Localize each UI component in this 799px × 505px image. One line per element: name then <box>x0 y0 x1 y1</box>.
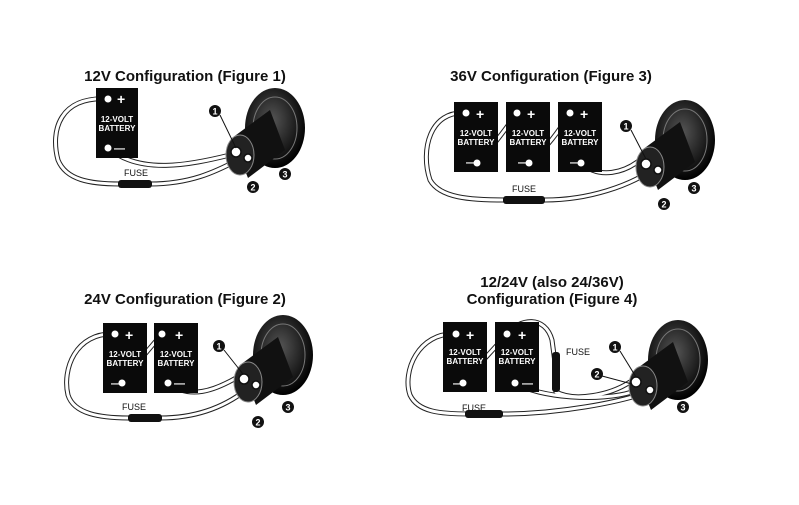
svg-text:3: 3 <box>285 403 290 413</box>
svg-text:FUSE: FUSE <box>512 184 536 194</box>
figure-3-title: 36V Configuration (Figure 3) <box>450 68 652 85</box>
svg-text:+: + <box>518 327 526 343</box>
figure-3-fuse: FUSE <box>503 184 545 204</box>
svg-text:12-VOLT: 12-VOLT <box>501 348 533 357</box>
figure-3-callouts: 1 2 3 <box>620 120 700 210</box>
svg-text:BATTERY: BATTERY <box>447 357 485 366</box>
figure-2-battery-1: + — 12-VOLT BATTERY <box>103 323 147 393</box>
svg-text:+: + <box>175 327 183 343</box>
figure-2-receptacle <box>233 315 313 405</box>
figure-4-fuse-vertical: FUSE <box>552 347 590 392</box>
svg-text:2: 2 <box>594 370 599 380</box>
figure-2-fuse: FUSE <box>122 402 162 422</box>
svg-text:12-VOLT: 12-VOLT <box>109 350 141 359</box>
svg-text:BATTERY: BATTERY <box>499 357 537 366</box>
svg-text:12-VOLT: 12-VOLT <box>564 129 596 138</box>
svg-text:FUSE: FUSE <box>566 347 590 357</box>
figure-4-title-line2: Configuration (Figure 4) <box>467 291 638 308</box>
svg-text:1: 1 <box>216 342 221 352</box>
figure-2-title: 24V Configuration (Figure 2) <box>84 291 286 308</box>
svg-text:+: + <box>476 106 484 122</box>
svg-text:—: — <box>522 378 533 390</box>
svg-text:FUSE: FUSE <box>122 402 146 412</box>
figure-3-battery-3: + — 12-VOLT BATTERY <box>558 102 602 172</box>
svg-text:+: + <box>117 91 125 107</box>
svg-text:12-VOLT: 12-VOLT <box>449 348 481 357</box>
svg-text:+: + <box>580 106 588 122</box>
figure-1-12v: 12V Configuration (Figure 1) FUSE + — 12… <box>53 68 305 193</box>
figure-1-receptacle <box>225 88 305 178</box>
figure-4-title-line1: 12/24V (also 24/36V) <box>480 274 623 291</box>
svg-text:BATTERY: BATTERY <box>107 359 145 368</box>
figure-3-receptacle <box>635 100 715 190</box>
figure-3-battery-1: + — 12-VOLT BATTERY <box>454 102 498 172</box>
svg-text:+: + <box>125 327 133 343</box>
svg-text:1: 1 <box>612 343 617 353</box>
svg-text:FUSE: FUSE <box>462 403 486 413</box>
svg-text:2: 2 <box>250 183 255 193</box>
svg-text:—: — <box>518 157 529 169</box>
svg-text:—: — <box>453 378 464 390</box>
figure-4-12-24v: 12/24V (also 24/36V) Configuration (Figu… <box>405 274 708 418</box>
figure-1-fuse: FUSE <box>118 168 152 188</box>
figure-2-battery-2: + — 12-VOLT BATTERY <box>154 323 198 393</box>
figure-1-battery: + — 12-VOLT BATTERY <box>96 88 138 158</box>
svg-text:1: 1 <box>623 122 628 132</box>
svg-text:+: + <box>527 106 535 122</box>
svg-text:+: + <box>466 327 474 343</box>
figure-1-callouts: 1 2 3 <box>209 105 291 193</box>
svg-text:FUSE: FUSE <box>124 168 148 178</box>
svg-text:—: — <box>174 378 185 390</box>
figure-4-receptacle <box>628 320 708 410</box>
figure-1-title: 12V Configuration (Figure 1) <box>84 68 286 85</box>
figure-4-callouts: 1 2 3 <box>591 341 689 413</box>
svg-text:1: 1 <box>212 107 217 117</box>
figure-2-24v: 24V Configuration (Figure 2) FUSE + — 12… <box>64 291 313 428</box>
svg-text:3: 3 <box>691 184 696 194</box>
svg-text:—: — <box>114 143 125 155</box>
figure-4-battery-2: + — 12-VOLT BATTERY <box>495 322 539 392</box>
svg-text:12-VOLT: 12-VOLT <box>101 115 133 124</box>
svg-text:3: 3 <box>282 170 287 180</box>
svg-text:—: — <box>111 378 122 390</box>
svg-text:BATTERY: BATTERY <box>458 138 496 147</box>
svg-text:2: 2 <box>255 418 260 428</box>
svg-text:—: — <box>570 157 581 169</box>
figure-3-36v: 36V Configuration (Figure 3) FUSE + — 1 2 <box>423 68 715 210</box>
svg-text:BATTERY: BATTERY <box>562 138 600 147</box>
svg-text:—: — <box>466 157 477 169</box>
figure-3-battery-2: + — 12-VOLT BATTERY <box>506 102 550 172</box>
svg-text:BATTERY: BATTERY <box>99 124 137 133</box>
svg-text:2: 2 <box>661 200 666 210</box>
figure-2-callouts: 1 2 3 <box>213 340 294 428</box>
svg-text:BATTERY: BATTERY <box>510 138 548 147</box>
svg-text:12-VOLT: 12-VOLT <box>160 350 192 359</box>
figure-4-battery-1: + — 12-VOLT BATTERY <box>443 322 487 392</box>
svg-text:12-VOLT: 12-VOLT <box>512 129 544 138</box>
svg-text:3: 3 <box>680 403 685 413</box>
figure-4-fuse-horizontal: FUSE <box>462 403 503 418</box>
svg-text:BATTERY: BATTERY <box>158 359 196 368</box>
svg-text:12-VOLT: 12-VOLT <box>460 129 492 138</box>
